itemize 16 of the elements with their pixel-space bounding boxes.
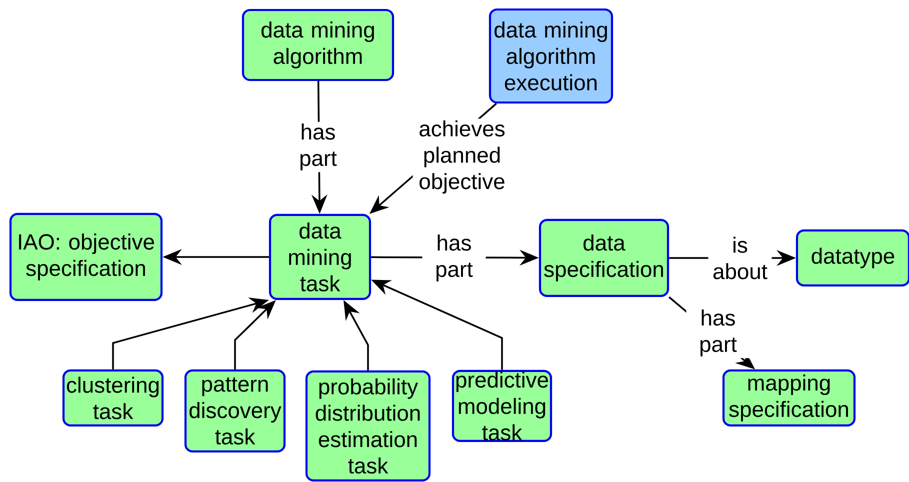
concept-box: IAO: objective specification <box>9 212 163 302</box>
edge-label: has part <box>686 308 750 358</box>
concept-box: clustering task <box>62 369 164 427</box>
concept-box: data mining algorithm execution <box>488 8 614 104</box>
concept-box: data specification <box>538 218 670 298</box>
concept-box: probability distribution estimation task <box>305 370 431 482</box>
concept-box: mapping specification <box>722 369 856 427</box>
edge-label: has part <box>422 232 486 284</box>
concept-box: data mining task <box>268 214 372 300</box>
edge-label: achieves planned objective <box>412 118 512 196</box>
concept-box: pattern discovery task <box>184 369 286 453</box>
edge-label: has part <box>286 122 350 172</box>
edge-label: is about <box>708 235 772 281</box>
concept-box: data mining algorithm <box>242 8 394 82</box>
concept-box: predictive modeling task <box>452 370 552 442</box>
concept-box: datatype <box>796 229 909 287</box>
